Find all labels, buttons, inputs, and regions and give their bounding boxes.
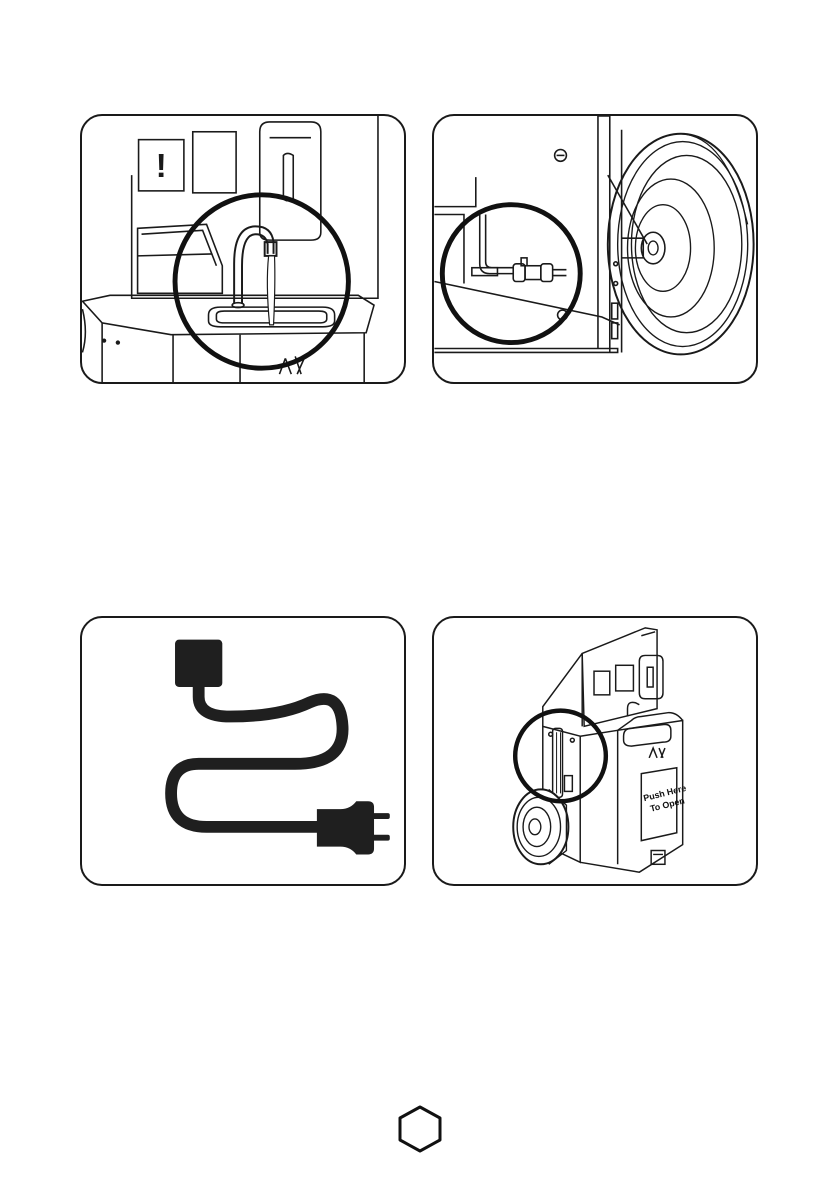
page-marker-hexagon-icon [396, 1104, 444, 1154]
drain-valve-detail-panel [432, 114, 758, 384]
faucet-illustration: ! [82, 116, 404, 382]
power-cord-illustration [82, 618, 404, 884]
unit-illustration: Push Here To Open [434, 618, 756, 884]
plug-prong [372, 835, 390, 841]
plug-body [317, 801, 374, 854]
plug-prong [372, 813, 390, 819]
handle-detail-panel: Push Here To Open [432, 616, 758, 886]
highlight-circle [175, 195, 348, 368]
warning-symbol: ! [156, 148, 167, 185]
power-cord-panel [80, 616, 406, 886]
valve-illustration [434, 116, 756, 382]
cord [171, 687, 342, 827]
faucet-detail-panel: ! [80, 114, 406, 384]
